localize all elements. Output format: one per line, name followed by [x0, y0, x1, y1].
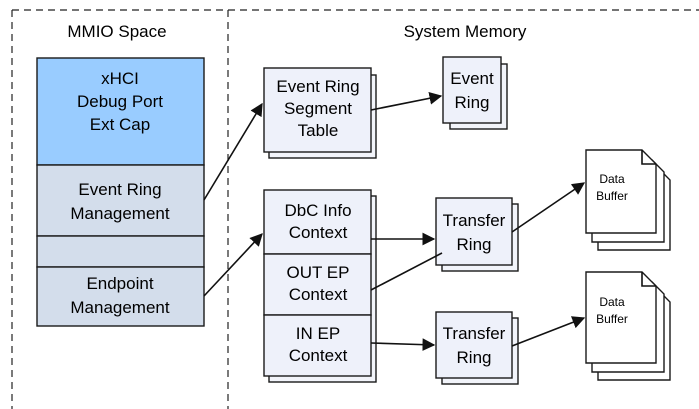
out-ep-context-label: OUT EP Context: [287, 263, 350, 304]
transfer-ring-in-line: Ring: [457, 348, 492, 367]
arrow-transfer-ring-to-data-buffer-in: [511, 316, 586, 347]
data-buffer-in-line: Data: [599, 295, 625, 309]
event-ring-segment-table-box: [263, 67, 372, 153]
arrow-event-mgmt-to-erst: [203, 102, 263, 201]
xhci-debug-port-ext-cap-line: Debug Port: [77, 92, 163, 111]
in-ep-context-box: [263, 314, 372, 377]
data-buffer-in-line: Buffer: [596, 312, 628, 326]
mmio-space-title: MMIO Space: [67, 22, 166, 41]
in-ep-context-line: Context: [289, 346, 348, 365]
event-ring-line: Ring: [455, 93, 490, 112]
event-ring-segment-table-line: Segment: [284, 99, 352, 118]
in-ep-context-label: IN EP Context: [289, 324, 348, 365]
data-buffer-out-page-1: [585, 149, 657, 234]
mmio-spacer-block: [36, 235, 205, 268]
event-ring-management-line: Management: [70, 204, 170, 223]
dbc-info-context-line: DbC Info: [284, 201, 351, 220]
arrow-transfer-ring-to-data-buffer-out: [511, 182, 586, 233]
transfer-ring-out-line: Ring: [457, 235, 492, 254]
data-buffer-out-fold: [641, 150, 656, 165]
transfer-ring-in-box: [435, 311, 513, 379]
out-ep-context-line: OUT EP: [287, 263, 350, 282]
transfer-ring-in-line: Transfer: [443, 324, 506, 343]
arrow-erst-to-event-ring: [370, 91, 443, 111]
data-buffer-in-page-1: [585, 271, 657, 364]
connection-arrows: [203, 91, 586, 352]
arrow-in-ep-to-transfer-ring: [370, 338, 436, 352]
event-ring-box: [442, 56, 502, 124]
endpoint-management-line: Management: [70, 298, 170, 317]
data-buffer-out-line: Data: [599, 172, 625, 186]
system-memory-title: System Memory: [404, 22, 527, 41]
in-ep-context-line: IN EP: [296, 324, 340, 343]
dbc-info-context-line: Context: [289, 223, 348, 242]
data-buffer-out-line: Buffer: [596, 189, 628, 203]
arrow-out-ep-to-transfer-ring: [370, 252, 443, 291]
endpoint-management-line: Endpoint: [86, 274, 153, 293]
event-ring-management-line: Event Ring: [78, 180, 161, 199]
event-ring-line: Event: [450, 69, 494, 88]
dbc-info-context-box: [263, 189, 372, 255]
arrow-endpoint-mgmt-to-dbc-info: [203, 233, 263, 297]
event-ring-segment-table-line: Event Ring: [276, 77, 359, 96]
event-ring-management-block: [36, 164, 205, 237]
endpoint-management-block: [36, 266, 205, 327]
xhci-debug-port-ext-cap-line: xHCI: [101, 69, 139, 88]
xhci-debug-port-ext-cap-line: Ext Cap: [90, 115, 150, 134]
out-ep-context-line: Context: [289, 285, 348, 304]
event-ring-segment-table-line: Table: [298, 121, 339, 140]
transfer-ring-out-line: Transfer: [443, 211, 506, 230]
data-buffer-in-fold: [641, 272, 656, 287]
transfer-ring-out-box: [435, 197, 513, 266]
out-ep-context-box: [263, 253, 372, 316]
